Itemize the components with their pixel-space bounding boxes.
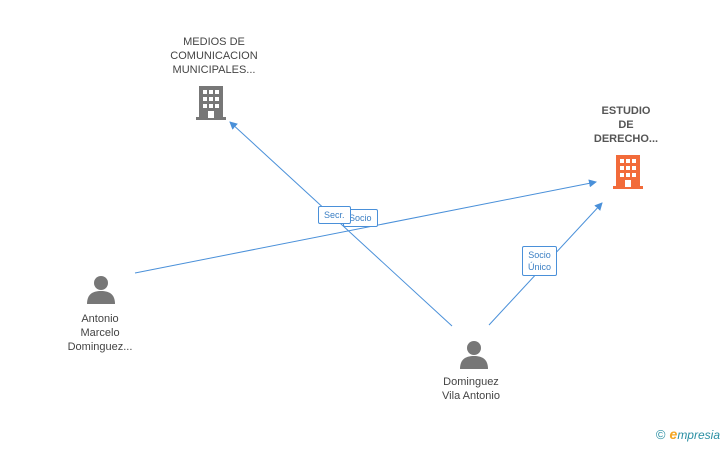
person-antonio-label[interactable]: Antonio Marcelo Dominguez... — [50, 312, 150, 354]
company-medios-line-2: COMUNICACION — [170, 50, 258, 62]
person-dominguez-line-1: Dominguez — [443, 376, 499, 388]
empresia-watermark: © empresia — [656, 426, 720, 442]
person-antonio-line-3: Dominguez... — [67, 341, 133, 353]
copyright-icon: © — [655, 426, 666, 442]
person-dominguez-label[interactable]: Dominguez Vila Antonio — [421, 375, 521, 403]
company-estudio-line-2: DE — [618, 119, 634, 131]
person-dominguez-line-2: Vila Antonio — [442, 390, 500, 402]
edge-label-socio-hidden-text: Socio — [349, 213, 372, 223]
brand-initial: e — [669, 426, 678, 442]
person-antonio-line-2: Marcelo — [80, 327, 120, 339]
person-antonio-line-1: Antonio — [81, 313, 119, 325]
person-icon[interactable] — [459, 339, 489, 369]
edge-label-socio-unico-line-1: Socio — [528, 250, 551, 260]
edge-antonio-to-estudio — [134, 179, 597, 274]
company-estudio-line-3: DERECHO... — [593, 133, 659, 145]
building-icon-highlighted[interactable] — [613, 155, 643, 189]
company-estudio-label[interactable]: ESTUDIO DE DERECHO... — [576, 104, 676, 146]
brand-rest: mpresia — [677, 428, 720, 442]
person-icon[interactable] — [86, 274, 116, 304]
company-medios-line-3: MUNICIPALES... — [172, 64, 256, 76]
company-medios-line-1: MEDIOS DE — [183, 36, 245, 48]
company-estudio-line-1: ESTUDIO — [601, 105, 651, 117]
company-medios-label[interactable]: MEDIOS DE COMUNICACION MUNICIPALES... — [154, 35, 274, 77]
edge-label-secr-text: Secr. — [324, 210, 345, 220]
edge-label-socio-unico-line-2: Único — [528, 262, 552, 272]
edge-label-secr[interactable]: Secr. — [318, 206, 351, 224]
edge-label-socio-unico[interactable]: Socio Único — [522, 246, 558, 276]
building-icon[interactable] — [196, 86, 226, 120]
brand-name: empresia — [670, 426, 720, 442]
edge-dominguez-to-medios — [229, 121, 453, 327]
